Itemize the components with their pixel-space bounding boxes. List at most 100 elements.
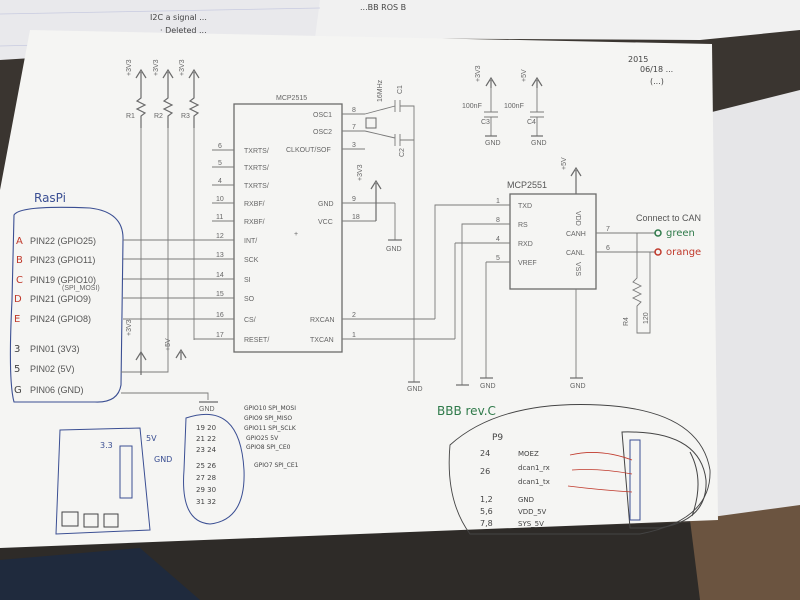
bbb-row-1: 24 MOEZ — [480, 449, 539, 458]
pin-osc2-7: OSC2 7 — [313, 124, 365, 136]
pin-name: TXCAN — [310, 337, 334, 344]
pin-num: 16 — [216, 312, 224, 319]
mcp2515-left-pins: TXRTS/ 6 TXRTS/ 5 TXRTS/ 4 RXBF/ 10 RXBF… — [212, 143, 269, 344]
raspi-c-note: (SPI_MOSI) — [62, 285, 100, 292]
bbb-section: BBB rev.C P9 24 MOEZ 24 dcan1_rx 26 dcan… — [437, 404, 711, 535]
pin-name: CS/ — [244, 317, 256, 324]
raspi-row-d: D PIN21 (GPIO9) — [14, 294, 91, 305]
pin-num: 8 — [496, 217, 500, 224]
supply-label-1: +3V3 — [126, 59, 133, 76]
raspi-pin-label: PIN01 (3V3) — [30, 344, 80, 354]
pin-num: 5 — [218, 160, 222, 167]
connector-label: Connect to CAN — [636, 213, 701, 223]
c4-value: 100nF — [504, 103, 524, 110]
raspi-board-sketch — [55, 427, 151, 535]
pin-name: INT/ — [244, 238, 257, 245]
bbb-num: 5,6 — [480, 507, 493, 516]
mcp2515-chip: MCP2515 TXRTS/ 6 TXRTS/ 5 TXRTS/ 4 RXBF/ — [212, 95, 455, 353]
supply-label-3: +3V3 — [179, 59, 186, 76]
raspi-pin-label: PIN21 (GPIO9) — [30, 294, 91, 304]
pin-num: 9 — [352, 196, 356, 203]
raspi-pin-label: PIN24 (GPIO8) — [30, 314, 91, 324]
pin-name: GND — [318, 201, 334, 208]
mcp2551-body — [509, 193, 597, 290]
bbb-row-2: 24 dcan1_rx — [518, 464, 550, 472]
pin-rs-8: RS 8 — [480, 217, 528, 229]
header-nums: 27 28 — [196, 474, 216, 482]
pin-num: 6 — [218, 143, 222, 150]
header-sig: GPIO11 SPI_SCLK — [244, 425, 297, 432]
raspi-row-b: B PIN23 (GPIO11) — [16, 255, 95, 266]
bg-note-1: I2C a signal ... — [150, 13, 207, 22]
resistor-label-r3: R3 — [181, 113, 190, 120]
c3-value: 100nF — [462, 103, 482, 110]
c3-label: C3 — [481, 119, 490, 126]
pin-txrts-5: TXRTS/ 5 — [212, 160, 269, 172]
date-line-3: (...) — [650, 77, 664, 86]
raspi-letter: 5 — [14, 364, 20, 375]
pin-num: 7 — [352, 124, 356, 131]
pin-name: OSC2 — [313, 129, 332, 136]
mcp2551-supply: +5V — [561, 157, 568, 170]
pin-num: 3 — [352, 142, 356, 149]
mcp2551-vdd: VDD — [574, 211, 581, 226]
date-line-1: 2015 — [628, 55, 648, 64]
c4-gnd: GND — [531, 140, 547, 147]
r4-label: R4 — [623, 317, 630, 326]
pin-num: 8 — [352, 107, 356, 114]
header-zoom-outline — [183, 413, 245, 525]
raspi-row-c: C PIN19 (GPIO10) (SPI_MOSI) — [16, 275, 100, 292]
supply-arrow-2: +3V3 — [153, 59, 174, 80]
raspi-sketch: 3.3 5V GND 19 20 GPIO10 SPI_MOSI 21 22 G… — [55, 405, 299, 535]
pin-sck-13: SCK 13 — [212, 252, 259, 264]
pin-name: VCC — [318, 219, 333, 226]
raspi-pin-label: PIN06 (GND) — [30, 385, 84, 395]
bg-note-2: · Deleted ... — [160, 26, 207, 35]
mcp2551-name: MCP2551 — [507, 180, 547, 190]
sketch-v5: 5V — [146, 434, 157, 443]
raspi-row-5v: 5 PIN02 (5V) — [14, 364, 75, 375]
pin-num: 1 — [496, 198, 500, 205]
raspi-row-gnd: G PIN06 (GND) — [14, 385, 84, 396]
mcp2551-left-pins: TXD 1 RS 8 RXD 4 VREF 5 — [455, 198, 537, 267]
bbb-sig: VDD_5V — [518, 508, 547, 516]
gnd-osc: GND — [407, 381, 423, 393]
resistor-r1 — [135, 80, 147, 128]
pin-name: RXCAN — [310, 317, 335, 324]
bbb-num: 26 — [480, 467, 490, 476]
pin-name: RS — [518, 222, 528, 229]
pin-so-15: SO 15 — [212, 291, 255, 303]
bbb-num: 1,2 — [480, 495, 493, 504]
header-nums: 19 20 — [196, 424, 216, 432]
header-list: 19 20 GPIO10 SPI_MOSI 21 22 GPIO9 SPI_MI… — [196, 405, 299, 506]
pin-rxcan-2: RXCAN 2 — [310, 312, 435, 324]
pin-osc1-8: OSC1 8 — [313, 107, 365, 119]
bbb-row-3: 26 dcan1_tx — [480, 467, 550, 486]
bbb-sig: SYS_5V — [518, 520, 544, 528]
pin-num: 10 — [216, 196, 224, 203]
pin-num: 4 — [218, 178, 222, 185]
pin-name: SO — [244, 296, 255, 303]
bbb-edge — [689, 451, 699, 517]
pin-num: 17 — [216, 332, 224, 339]
pin-canl-6: CANL 6 — [566, 245, 656, 257]
gnd-label: GND — [407, 386, 423, 393]
pin-num: 13 — [216, 252, 224, 259]
pin-name: RESET/ — [244, 337, 269, 344]
raspi-gnd: GND — [199, 406, 215, 413]
dark-object — [0, 548, 200, 600]
resistor-r3 — [188, 80, 200, 128]
pin-num: 5 — [496, 255, 500, 262]
pin-rxd-4: RXD 4 — [455, 236, 533, 248]
supply-arrow-3: +3V3 — [179, 59, 200, 80]
pin-txrts-6: TXRTS/ 6 — [212, 143, 269, 155]
date-note: 2015 06/18 ... (...) — [628, 55, 673, 86]
pin-num: 7 — [606, 226, 610, 233]
raspi-letter: D — [14, 294, 22, 305]
raspi-port-2 — [83, 513, 99, 528]
mcp2515-plus-mark: + — [294, 231, 298, 238]
raspi-letter: E — [14, 314, 20, 325]
pin-name: TXRTS/ — [244, 148, 269, 155]
bbb-wires — [567, 452, 633, 493]
